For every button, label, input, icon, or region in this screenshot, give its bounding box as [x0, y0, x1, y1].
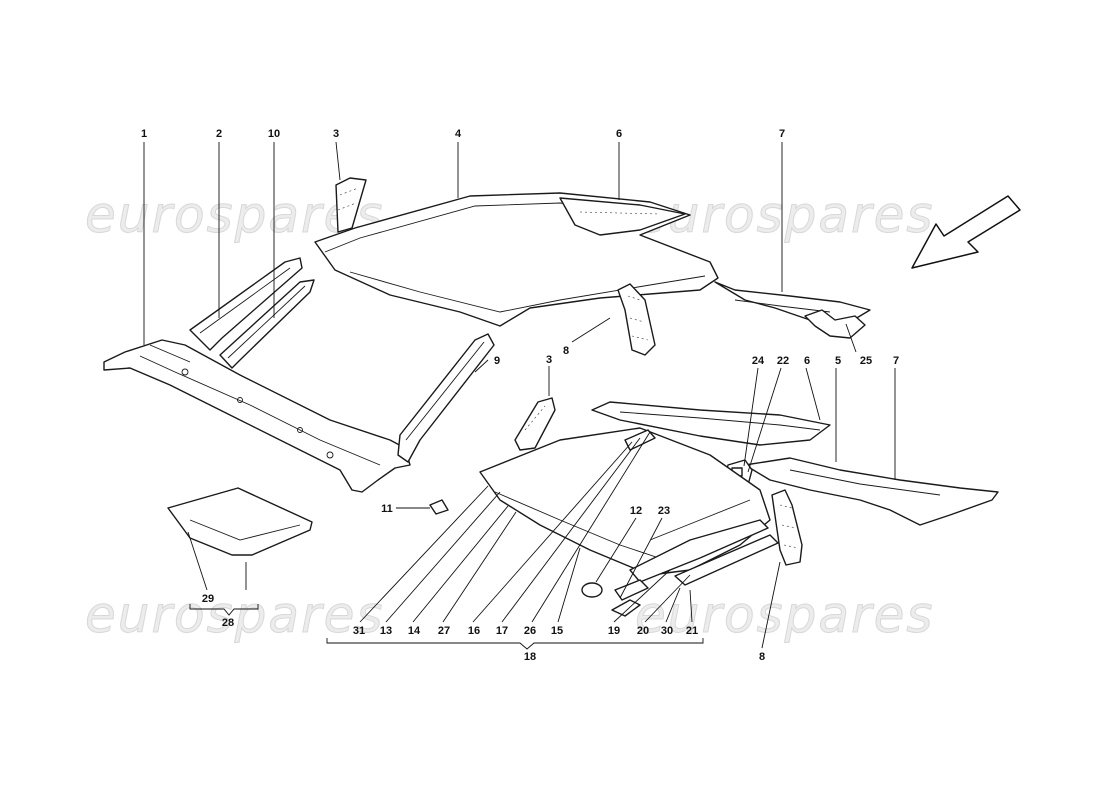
part-3-upper-strip: [335, 177, 367, 233]
callout-21: 21: [686, 625, 698, 637]
part-7-upper-quarter-panel: [714, 281, 871, 323]
callout-3-upper: 3: [333, 128, 339, 140]
callout-2: 2: [216, 128, 222, 140]
callout-23: 23: [658, 505, 670, 517]
callout-8-lower: 8: [759, 651, 765, 663]
callout-27: 27: [438, 625, 450, 637]
callout-16: 16: [468, 625, 480, 637]
part-8-lower-b-pillar: [771, 489, 803, 566]
callout-9: 9: [494, 355, 500, 367]
callout-7-upper: 7: [779, 128, 785, 140]
callout-30: 30: [661, 625, 673, 637]
callout-31: 31: [353, 625, 365, 637]
callout-3-lower: 3: [546, 354, 552, 366]
callout-14: 14: [408, 625, 421, 637]
callout-18: 18: [524, 651, 536, 663]
callout-8-upper: 8: [563, 345, 569, 357]
callout-5: 5: [835, 355, 841, 367]
callout-28: 28: [222, 617, 234, 629]
callout-20: 20: [637, 625, 649, 637]
callout-26: 26: [524, 625, 536, 637]
callout-1: 1: [141, 128, 147, 140]
callout-17: 17: [496, 625, 508, 637]
part-12-cap: [581, 582, 603, 598]
callout-11: 11: [381, 503, 393, 515]
callout-13: 13: [380, 625, 392, 637]
callout-6-lower: 6: [804, 355, 810, 367]
watermark-bottom-left: eurospares: [85, 586, 384, 644]
part-9-a-pillar-right: [397, 333, 495, 463]
part-5-6-lower-rails: [591, 401, 999, 526]
callout-22: 22: [777, 355, 789, 367]
callout-12: 12: [630, 505, 642, 517]
callout-29: 29: [202, 593, 214, 605]
callout-labels: 1 2 10 3 4 6 7 8 9 25 3 24 22 6 5 7 11 1…: [141, 128, 899, 663]
part-1-windshield-frame: [103, 339, 411, 493]
callout-6-upper: 6: [616, 128, 622, 140]
part-25-bracket: [804, 309, 866, 339]
part-8-upper-b-pillar: [617, 283, 656, 356]
part-28-29-cover: [167, 487, 313, 556]
part-11-clip: [429, 499, 449, 515]
leader-lines: [143, 141, 896, 650]
callout-15: 15: [551, 625, 563, 637]
callout-25: 25: [860, 355, 872, 367]
part-3-lower-strip: [514, 397, 556, 451]
callout-19: 19: [608, 625, 620, 637]
callout-24: 24: [752, 355, 765, 367]
part-6-upper-strip: [559, 197, 686, 236]
callout-4: 4: [455, 128, 462, 140]
callout-10: 10: [268, 128, 280, 140]
callout-7-lower: 7: [893, 355, 899, 367]
part-10-inner-pillar: [219, 279, 315, 369]
watermark-group: eurospares eurospares eurospares eurospa…: [85, 186, 934, 645]
front-direction-arrow-icon: [911, 195, 1021, 269]
watermark-bottom-right: eurospares: [635, 586, 934, 644]
part-lower-roof-panel-assembly: [479, 427, 779, 617]
watermark-top-left: eurospares: [85, 186, 384, 244]
